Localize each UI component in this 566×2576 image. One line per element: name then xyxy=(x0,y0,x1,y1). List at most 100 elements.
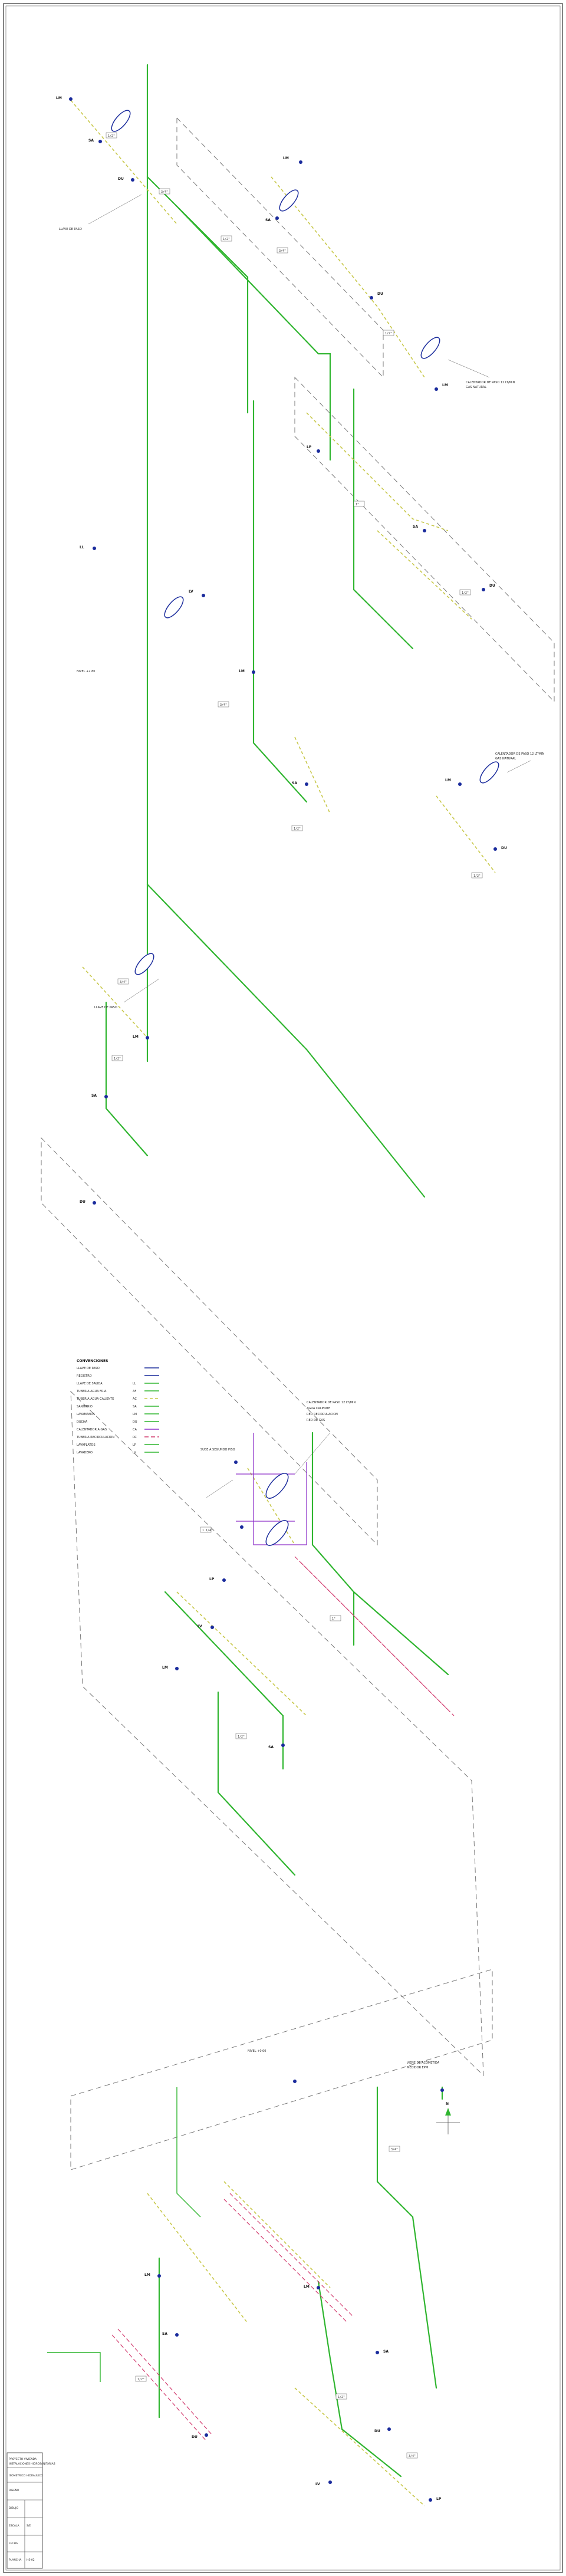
north-arrow-head xyxy=(445,2108,451,2116)
floor-outline-d xyxy=(176,117,384,379)
title-block: PROYECTO VIVIENDA INSTALACIONES HIDROSAN… xyxy=(6,2452,55,2569)
tb-date-label: FECHA xyxy=(9,2542,18,2545)
recirc-line-2 xyxy=(300,1562,455,1716)
note-gas: RED DE GAS xyxy=(307,1419,325,1422)
tb-sheet: HS-02 xyxy=(27,2558,35,2562)
pipe-size-15: 1/2" xyxy=(238,1735,245,1739)
fixture-tag-lv-3: LV xyxy=(315,2482,320,2486)
legend-entry-code: AC xyxy=(133,1397,137,1401)
fixture-tag-lm-9: LM xyxy=(304,2285,310,2289)
pipe-size-3: 1/2" xyxy=(223,238,230,241)
legend-entry-code: LV xyxy=(133,1451,136,1455)
fixture-tag-lm-2: LM xyxy=(283,156,289,160)
fixture-tag-sa-7: SA xyxy=(162,2332,167,2336)
heater-8 xyxy=(265,1520,289,1546)
tb-notes: INSTALACIONES HIDROSANITARIAS xyxy=(9,2462,55,2466)
branch-bottom-1 xyxy=(376,2086,437,2389)
floor-outline-a xyxy=(70,1969,493,2170)
pipe-size-11: 3/4" xyxy=(120,981,127,984)
heater-3 xyxy=(420,337,440,359)
annotations: LLAVE DE PASO CALENTADOR DE PASO 12 LT/M… xyxy=(59,194,545,2070)
tb-sheet-label: PLANCHA xyxy=(9,2558,22,2562)
legend-entry-code: LL xyxy=(133,1382,136,1386)
pipe-size-2: 3/4" xyxy=(161,190,168,194)
pipe-size-1: 1/2" xyxy=(108,134,115,138)
branch-right-1 xyxy=(353,388,414,650)
fixture-tag-lm-8: LM xyxy=(144,2273,150,2277)
hot-line-10 xyxy=(147,2193,248,2324)
pipe-size-18: 1/2" xyxy=(338,2396,345,2399)
fixture-tag-du-3: DU xyxy=(489,584,495,588)
pipe-size-5: 1/2" xyxy=(385,332,392,335)
legend-entry-label: TUBERIA AGUA FRIA xyxy=(76,1390,107,1393)
north-label: N xyxy=(446,2102,449,2106)
hot-line-3 xyxy=(306,412,449,531)
fixture-tag-lm-7: LM xyxy=(162,1666,168,1670)
note-recirc: RED RECIRCULACION xyxy=(307,1413,338,1416)
pipe-size-12: 1/2" xyxy=(114,1057,121,1061)
legend-entry-label: LAVADERO xyxy=(77,1451,93,1455)
branch-mid-1 xyxy=(252,400,308,803)
heater-1 xyxy=(111,110,131,132)
pipe-size-9: 1/2" xyxy=(294,827,301,831)
fixture-tag-du-4: DU xyxy=(501,846,507,850)
water-heaters xyxy=(111,110,499,1546)
heater-4 xyxy=(164,596,184,618)
fixture-tag-lm-6: LM xyxy=(133,1035,139,1039)
hot-line-8 xyxy=(247,1468,295,1545)
legend-entry-label: TUBERIA RECIRCULACION xyxy=(76,1436,114,1439)
gas-line-1 xyxy=(253,1433,307,1545)
fixture-tag-lp-1: LP xyxy=(307,445,312,449)
fixture-tag-lm-1: LM xyxy=(56,96,62,100)
note-level-2: NIVEL +0.00 xyxy=(248,2049,266,2053)
hot-line-7 xyxy=(82,966,148,1038)
legend-entry-code: AF xyxy=(133,1390,136,1393)
branch-upper-2 xyxy=(176,205,331,461)
fixture-tag-sa-5: SA xyxy=(91,1094,97,1098)
note-heater-1b: GAS NATURAL xyxy=(466,386,486,389)
note-level-1: NIVEL +2.80 xyxy=(77,670,96,673)
fixture-tag-sa-3: SA xyxy=(413,525,418,529)
hot-line-1 xyxy=(70,100,177,225)
legend-entry-label: SANITARIO xyxy=(77,1405,93,1409)
pipe-size-8: 3/4" xyxy=(220,703,227,707)
branch-lower-1 xyxy=(105,1001,149,1157)
recirculation-network xyxy=(111,1556,455,2442)
floor-outlines xyxy=(41,117,555,2170)
floor-outline-b xyxy=(41,1137,378,1546)
pipe-size-7: 1/2" xyxy=(462,591,469,595)
fixture-tag-du-1: DU xyxy=(118,177,124,181)
fixture-tag-ll-1: LL xyxy=(80,545,84,550)
recirc-line-6 xyxy=(117,2328,213,2436)
pipe-size-6: 1" xyxy=(356,503,359,506)
legend-entry-label: CALENTADOR A GAS xyxy=(77,1428,107,1432)
branch-bottom-left xyxy=(47,2352,101,2382)
fixture-tag-lm-4: LM xyxy=(239,669,245,673)
note-meter-2: MEDIDOR EPM xyxy=(407,2066,428,2070)
hot-line-9 xyxy=(176,1591,307,1716)
hot-line-11 xyxy=(223,2181,331,2288)
legend-entry-label: LAVAPLATOS xyxy=(77,1443,96,1447)
pipe-size-labels: 1/2" 3/4" 1/2" 3/4" 1/2" 1" 1/2" 3/4" 1/… xyxy=(106,132,483,2459)
legend-entry-label: DUCHA xyxy=(77,1420,88,1424)
pipe-size-10: 1/2" xyxy=(473,874,481,878)
pipe-size-16: 3/4" xyxy=(391,2148,398,2151)
heater-7 xyxy=(265,1473,289,1499)
cold-water-network xyxy=(47,64,449,2478)
legend-entry-label: LLAVE DE SALIDA xyxy=(77,1382,103,1386)
note-valve-2: LLAVE DE PASO xyxy=(94,1006,117,1009)
fixture-tag-lv-2: LV xyxy=(198,1624,202,1628)
tb-scale-label: ESCALA xyxy=(9,2524,20,2528)
legend-entry-label: REGISTRO xyxy=(77,1374,92,1378)
recirc-line-4 xyxy=(223,2199,348,2324)
note-hot: AGUA CALIENTE xyxy=(307,1407,330,1410)
heater-2 xyxy=(279,189,299,212)
branch-bottom-4 xyxy=(176,2087,201,2218)
north-arrow: N xyxy=(436,2102,460,2134)
main-riser-upper xyxy=(146,64,426,1198)
hot-line-4 xyxy=(377,530,472,620)
fixture-tag-lp-2: LP xyxy=(209,1577,215,1581)
hot-line-12 xyxy=(294,2387,425,2506)
legend-entry-code: SA xyxy=(133,1405,137,1409)
fixture-tag-du-5: DU xyxy=(80,1200,85,1204)
